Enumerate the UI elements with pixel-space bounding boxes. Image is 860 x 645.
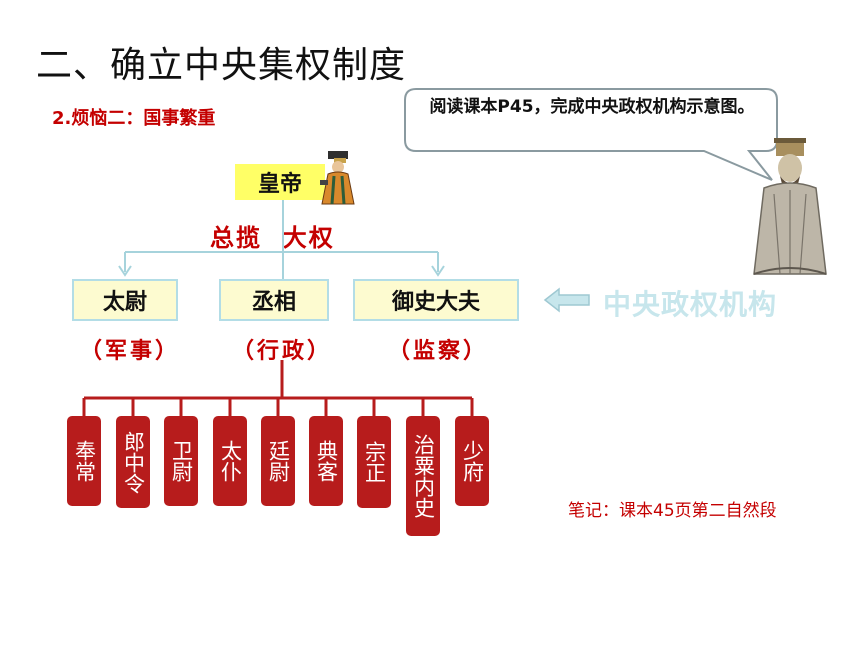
top-connectors (118, 200, 445, 279)
minister-box-chengxiang: 丞相 (219, 279, 329, 321)
officer-zongzheng: 宗正 (357, 416, 391, 508)
emperor-figure-icon (320, 151, 355, 205)
central-government-label: 中央政权机构 (603, 288, 778, 321)
officer-shaofu: 少府 (455, 416, 489, 506)
officer-taipu: 太仆 (213, 416, 247, 506)
emperor-portrait-image (753, 138, 827, 275)
role-label-supervision: （监察） (388, 339, 489, 364)
officer-weiwei: 卫尉 (164, 416, 198, 506)
emperor-box: 皇帝 (235, 164, 325, 200)
officer-zhisu-neishi: 治粟内史 (406, 416, 440, 536)
officer-tingwei: 廷尉 (261, 416, 295, 506)
officer-dianke: 典客 (309, 416, 343, 506)
taiwei-arrowhead (118, 265, 132, 277)
page-title: 二、确立中央集权制度 (36, 45, 407, 86)
officer-fengchang: 奉常 (67, 416, 101, 506)
minister-box-taiwei: 太尉 (72, 279, 178, 321)
bottom-connectors (82, 360, 474, 416)
role-label-military: （军事） (80, 339, 181, 364)
officer-langzhongling: 郎中令 (116, 416, 150, 508)
notes-reference: 笔记：课本45页第二自然段 (568, 501, 777, 521)
minister-box-yushi-dafu: 御史大夫 (353, 279, 519, 321)
left-arrow-icon (543, 287, 590, 313)
yushi-arrowhead (431, 265, 445, 277)
speech-bubble-text: 阅读课本P45，完成中央政权机构示意图。 (429, 97, 755, 117)
role-label-administration: （行政） (232, 339, 333, 364)
speech-bubble-shape (404, 88, 778, 181)
power-label: 总揽 大权 (210, 224, 335, 252)
speech-bubble: 阅读课本P45，完成中央政权机构示意图。 (404, 88, 778, 181)
section-subtitle: 2.烦恼二：国事繁重 (52, 108, 216, 129)
